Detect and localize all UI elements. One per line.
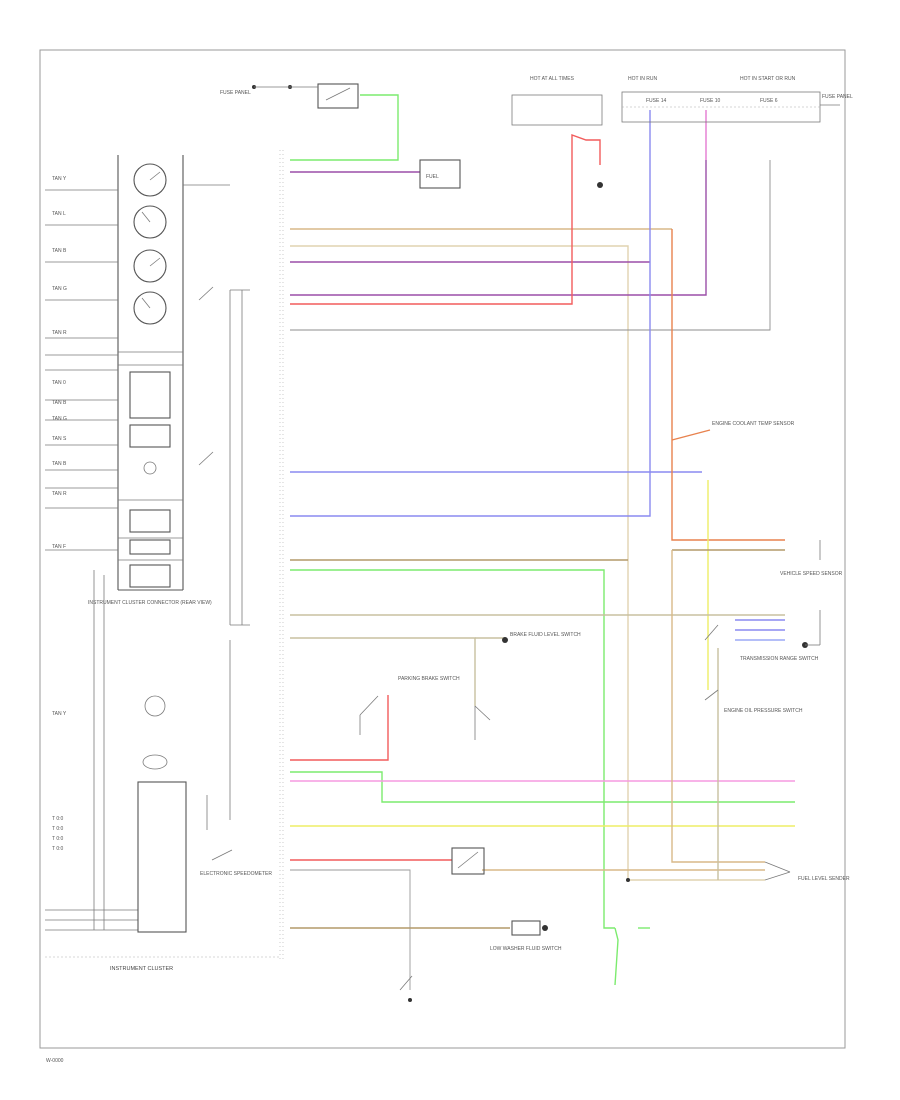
svg-text:TRANSMISSION RANGE SWITCH: TRANSMISSION RANGE SWITCH — [740, 656, 819, 662]
svg-text:TAN B: TAN B — [52, 248, 67, 254]
svg-text:TAN Y: TAN Y — [52, 176, 67, 182]
gauge-icon — [133, 249, 167, 283]
svg-text:FUEL: FUEL — [426, 174, 439, 180]
svg-text:T 0:0: T 0:0 — [52, 846, 64, 852]
colored-wires — [290, 94, 795, 990]
fuse-panel — [511, 91, 840, 126]
switch-icon — [211, 849, 233, 861]
svg-text:T 0:0: T 0:0 — [52, 826, 64, 832]
lamp-icon — [143, 461, 157, 475]
svg-text:TAN F: TAN F — [52, 544, 66, 550]
svg-text:TAN B: TAN B — [52, 461, 67, 467]
svg-text:INSTRUMENT CLUSTER CONNECTOR (: INSTRUMENT CLUSTER CONNECTOR (REAR VIEW) — [88, 600, 212, 606]
svg-text:BRAKE FLUID LEVEL SWITCH: BRAKE FLUID LEVEL SWITCH — [510, 632, 581, 638]
svg-text:TAN Y: TAN Y — [52, 711, 67, 717]
svg-text:HOT IN START OR RUN: HOT IN START OR RUN — [740, 76, 796, 82]
svg-text:TAN R: TAN R — [52, 491, 67, 497]
ground-icon — [408, 182, 808, 1002]
svg-text:FUEL LEVEL SENDER: FUEL LEVEL SENDER — [798, 876, 850, 882]
svg-text:TAN 0: TAN 0 — [52, 380, 66, 386]
svg-text:FUSE PANEL: FUSE PANEL — [822, 94, 853, 100]
left-pin-labels: TAN Y TAN L TAN B TAN G TAN R TAN 0 TAN … — [52, 176, 67, 852]
gauge-icon — [133, 291, 167, 325]
svg-text:INSTRUMENT CLUSTER: INSTRUMENT CLUSTER — [110, 966, 173, 972]
svg-text:TAN G: TAN G — [52, 416, 67, 422]
fuel-level-module: FUEL — [419, 159, 461, 189]
svg-text:FUSE 6: FUSE 6 — [760, 98, 778, 104]
svg-text:TAN L: TAN L — [52, 211, 66, 217]
svg-text:T 0:0: T 0:0 — [52, 836, 64, 842]
svg-text:ENGINE OIL PRESSURE SWITCH: ENGINE OIL PRESSURE SWITCH — [724, 708, 803, 714]
main-connector-pins — [279, 150, 284, 960]
svg-text:TAN R: TAN R — [52, 330, 67, 336]
left-pin-leads — [45, 189, 138, 931]
connector-icon — [511, 920, 548, 936]
top-labels: FUSE PANEL HOT AT ALL TIMES HOT IN RUN H… — [220, 76, 853, 104]
lamp-icon — [142, 754, 168, 770]
svg-text:VEHICLE SPEED SENSOR: VEHICLE SPEED SENSOR — [780, 571, 843, 577]
right-labels: ENGINE COOLANT TEMP SENSOR VEHICLE SPEED… — [398, 421, 850, 952]
gauge-icon — [133, 205, 167, 239]
switch-icon — [451, 847, 485, 875]
svg-text:FUSE PANEL: FUSE PANEL — [220, 90, 251, 96]
svg-text:HOT AT ALL TIMES: HOT AT ALL TIMES — [530, 76, 575, 82]
instrument-cluster — [117, 155, 184, 591]
svg-text:PARKING BRAKE SWITCH: PARKING BRAKE SWITCH — [398, 676, 460, 682]
svg-text:TAN G: TAN G — [52, 286, 67, 292]
svg-text:TAN S: TAN S — [52, 436, 67, 442]
svg-text:HOT IN RUN: HOT IN RUN — [628, 76, 657, 82]
electronic-speedometer-module: ELECTRONIC SPEEDOMETER INSTRUMENT CLUSTE… — [45, 600, 280, 972]
gauge-icon — [133, 163, 167, 197]
internal-circuits — [183, 184, 250, 820]
footer-code: W-0000 — [46, 1058, 64, 1064]
svg-text:T 0:0: T 0:0 — [52, 816, 64, 822]
svg-text:ENGINE COOLANT TEMP SENSOR: ENGINE COOLANT TEMP SENSOR — [712, 421, 795, 427]
switch-icon — [317, 83, 359, 109]
svg-text:ELECTRONIC SPEEDOMETER: ELECTRONIC SPEEDOMETER — [200, 871, 272, 877]
switch-icon — [198, 286, 214, 466]
svg-text:FUSE 14: FUSE 14 — [646, 98, 667, 104]
fuel-level-sender — [764, 861, 791, 881]
diagram-frame — [39, 49, 846, 1049]
svg-text:FUSE 10: FUSE 10 — [700, 98, 721, 104]
gauge-icon — [144, 695, 166, 717]
switch-icon — [359, 624, 719, 991]
svg-text:TAN B: TAN B — [52, 400, 67, 406]
svg-text:LOW WASHER FLUID SWITCH: LOW WASHER FLUID SWITCH — [490, 946, 562, 952]
components: FUEL — [252, 83, 840, 1002]
